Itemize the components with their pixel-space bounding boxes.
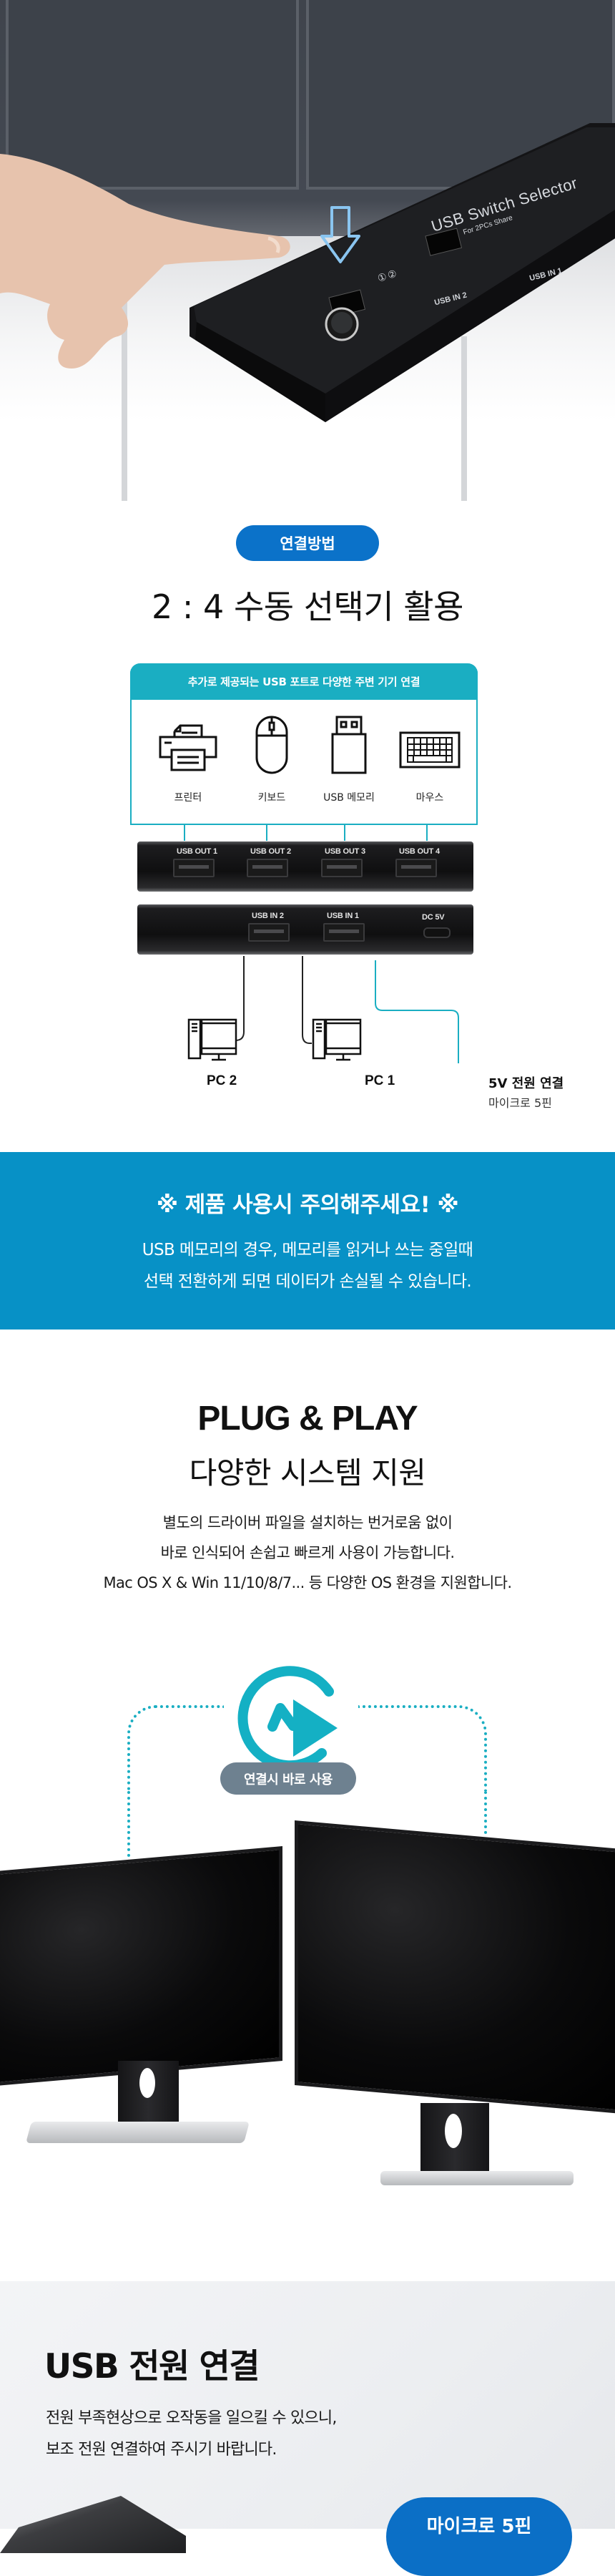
caution-text: USB 메모리의 경우, 메모리를 읽거나 쓰는 중일때 선택 전환하게 되면 … (0, 1234, 615, 1297)
device-printer: 프린터 (149, 716, 227, 804)
switch-input-side: USB IN 2 USB IN 1 DC 5V (137, 904, 473, 955)
plug-play-description: 별도의 드라이버 파일을 설치하는 번거로움 없이 바로 인식되어 손쉽고 빠르… (0, 1508, 615, 1598)
description-line: 전원 부족현상으로 오작동을 일으킬 수 있으니, (46, 2409, 337, 2427)
monitor-screen (0, 1846, 282, 2087)
monitor-right (295, 1820, 615, 2185)
plug-play-subtitle: 다양한 시스템 지원 (189, 1455, 426, 1491)
press-arrow-icon (320, 206, 360, 263)
usb-out-port (321, 859, 363, 877)
background-monitor (6, 0, 299, 190)
monitor-screen (295, 1820, 615, 2114)
usb-out-port (395, 859, 437, 877)
instant-use-badge: 연결시 바로 사용 (220, 1762, 356, 1795)
device-label: 마우스 (415, 792, 444, 804)
usb-in-port (323, 923, 365, 942)
pc-icon (187, 1018, 237, 1061)
usb-drive-icon (331, 716, 367, 774)
desk-leg (122, 265, 127, 501)
usb-power-title: USB 전원 연결 (44, 2347, 260, 2386)
device-keyboard: 마우스 (390, 716, 469, 804)
device-mouse: 키보드 (232, 716, 311, 804)
caution-line: USB 메모리의 경우, 메모리를 읽거나 쓰는 중일때 (142, 1241, 473, 1259)
port-label: USB OUT 2 (250, 847, 291, 856)
caution-heading: ※ 제품 사용시 주의해주세요! ※ (156, 1192, 459, 1218)
section-title-connection: 2 : 4 수동 선택기 활용 (152, 587, 463, 626)
diagram-header: 추가로 제공되는 USB 포트로 다양한 주변 기기 연결 (130, 663, 478, 700)
port-label: USB IN 1 (327, 912, 359, 920)
pc-label: PC 2 (207, 1073, 237, 1088)
hand-pointing (0, 154, 290, 369)
connector-line (184, 825, 185, 841)
monitor-base (25, 2122, 250, 2143)
dotted-connector (358, 1705, 487, 1791)
power-connection-sublabel: 마이크로 5핀 (488, 1096, 552, 1110)
switch-output-side: USB OUT 1 USB OUT 2 USB OUT 3 USB OUT 4 (137, 841, 473, 892)
dotted-connector (484, 1791, 487, 1834)
stand-cable-hole (139, 2068, 155, 2098)
section-badge-connection: 연결방법 (236, 525, 379, 561)
hero-product-photo: ①② USB Switch Selector For 2PCs Share US… (0, 0, 615, 501)
caution-banner: ※ 제품 사용시 주의해주세요! ※ USB 메모리의 경우, 메모리를 읽거나… (0, 1152, 615, 1330)
mouse-icon (255, 716, 288, 774)
usb-out-port (173, 859, 215, 877)
port-label: USB OUT 3 (325, 847, 365, 856)
plug-play-title: PLUG & PLAY (197, 1400, 418, 1438)
desk-leg (461, 336, 467, 501)
usb-switch-device (190, 123, 615, 422)
dotted-connector (127, 1791, 130, 1863)
printer-icon (159, 724, 217, 771)
usb-switch-device-photo (0, 2496, 186, 2553)
monitor-base (380, 2171, 574, 2185)
port-label: USB OUT 1 (177, 847, 217, 856)
usb-power-description: 전원 부족현상으로 오작동을 일으킬 수 있으니, 보조 전원 연결하여 주시기… (46, 2403, 337, 2466)
power-connection-label: 5V 전원 연결 (488, 1076, 564, 1091)
micro-usb-port (423, 927, 451, 938)
pc-label: PC 1 (365, 1073, 395, 1088)
keyboard-icon (399, 731, 461, 769)
micro-5pin-badge: 마이크로 5핀 (386, 2497, 572, 2576)
device-label: 키보드 (257, 792, 286, 804)
device-label: USB 메모리 (323, 792, 375, 804)
monitor-left (0, 1846, 286, 2147)
usb-in-port (248, 923, 290, 942)
stand-cable-hole (445, 2114, 462, 2148)
connector-line (426, 825, 428, 841)
pc-icon (312, 1018, 362, 1061)
dc-port-label: DC 5V (422, 913, 445, 922)
device-usb-drive: USB 메모리 (310, 716, 388, 804)
description-line: 별도의 드라이버 파일을 설치하는 번거로움 없이 (162, 1514, 453, 1531)
device-label: 프린터 (174, 792, 202, 804)
connector-line (344, 825, 345, 841)
description-line: 바로 인식되어 손쉽고 빠르게 사용이 가능합니다. (160, 1544, 455, 1561)
usb-power-section: USB 전원 연결 전원 부족현상으로 오작동을 일으킬 수 있으니, 보조 전… (0, 2281, 615, 2553)
dotted-connector (127, 1705, 224, 1791)
port-label: USB IN 2 (252, 912, 284, 920)
cable-lines (234, 956, 459, 1063)
caution-line: 선택 전환하게 되면 데이터가 손실될 수 있습니다. (143, 1272, 472, 1291)
port-label: USB OUT 4 (399, 847, 440, 856)
usb-out-port (247, 859, 288, 877)
description-line: 보조 전원 연결하여 주시기 바랍니다. (46, 2441, 277, 2459)
connector-line (266, 825, 267, 841)
description-line: Mac OS X & Win 11/10/8/7... 등 다양한 OS 환경을… (103, 1574, 513, 1591)
